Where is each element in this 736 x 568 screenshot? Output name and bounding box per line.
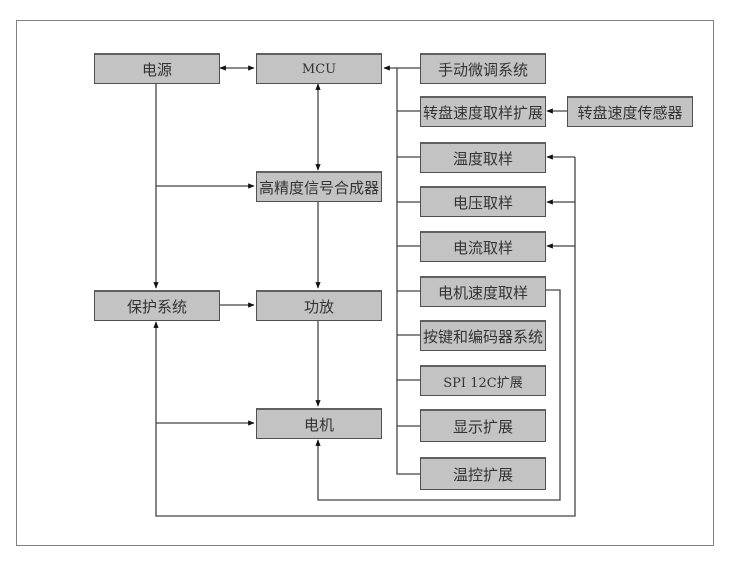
- power-block: 电源: [94, 53, 220, 84]
- current-sample-block: 电流取样: [420, 231, 546, 262]
- current-sample-label: 电流取样: [452, 238, 513, 257]
- power-label: 电源: [141, 60, 172, 79]
- display-ext-label: 显示扩展: [452, 417, 513, 436]
- voltage-sample-label: 电压取样: [452, 193, 513, 212]
- temp-sample-label: 温度取样: [452, 149, 513, 168]
- turntable-sensor-label: 转盘速度传感器: [577, 103, 683, 122]
- turntable-ext-label: 转盘速度取样扩展: [422, 103, 543, 122]
- spi-i2c-block: SPI 12C扩展: [420, 365, 546, 396]
- keys-encoder-block: 按键和编码器系统: [420, 320, 546, 351]
- manual-adjust-label: 手动微调系统: [437, 60, 528, 79]
- turntable-ext-block: 转盘速度取样扩展: [420, 96, 546, 127]
- synth-block: 高精度信号合成器: [256, 171, 382, 202]
- peripheral-bus: [396, 68, 420, 475]
- keys-encoder-label: 按键和编码器系统: [422, 327, 543, 346]
- diagram-frame: [16, 20, 714, 546]
- protect-loop: [153, 157, 576, 517]
- display-ext-block: 显示扩展: [420, 409, 546, 442]
- manual-adjust-block: 手动微调系统: [420, 53, 546, 84]
- motor-block: 电机: [256, 408, 382, 439]
- motor-speed-sample-label: 电机速度取样: [437, 283, 528, 302]
- amp-label: 功放: [303, 297, 334, 316]
- temp-ctrl-ext-label: 温控扩展: [452, 465, 513, 484]
- amp-block: 功放: [256, 290, 382, 321]
- protect-label: 保护系统: [126, 297, 187, 316]
- turntable-sensor-block: 转盘速度传感器: [567, 96, 693, 127]
- temp-sample-block: 温度取样: [420, 142, 546, 173]
- mcu-label: MCU: [301, 61, 337, 77]
- temp-ctrl-ext-block: 温控扩展: [420, 457, 546, 490]
- edge-motor-speed-motor: [315, 289, 561, 501]
- voltage-sample-block: 电压取样: [420, 186, 546, 217]
- synth-label: 高精度信号合成器: [258, 178, 379, 197]
- mcu-block: MCU: [256, 53, 382, 84]
- motor-label: 电机: [303, 415, 334, 434]
- spi-i2c-label: SPI 12C扩展: [443, 375, 523, 391]
- protect-block: 保护系统: [94, 290, 220, 321]
- motor-speed-sample-block: 电机速度取样: [420, 276, 546, 307]
